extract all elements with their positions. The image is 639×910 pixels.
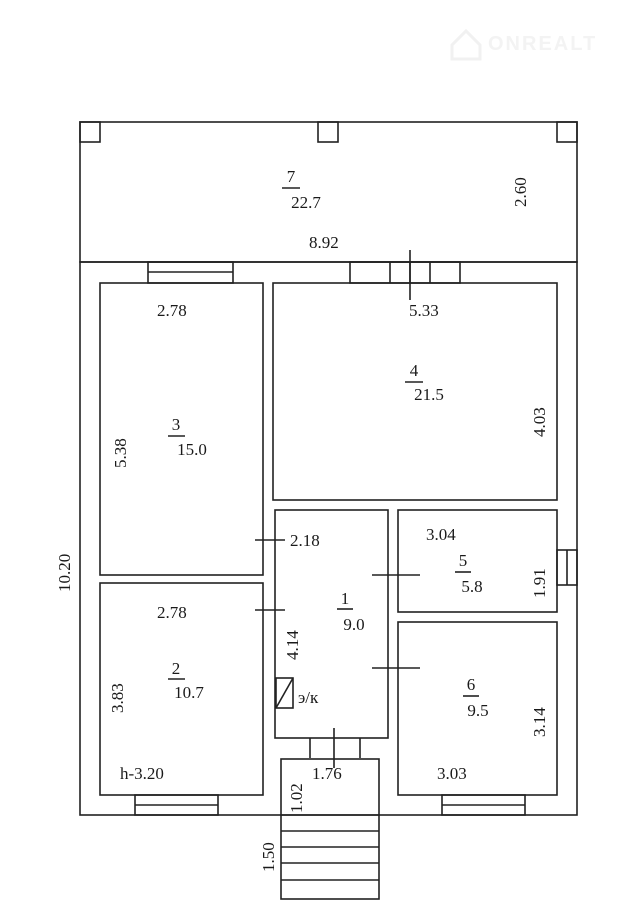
room-label-1: 1 9.0 [337,589,365,634]
svg-text:22.7: 22.7 [291,193,321,212]
svg-text:21.5: 21.5 [414,385,444,404]
dim-room1-width: 2.18 [290,531,320,550]
svg-text:1: 1 [341,589,350,608]
porch-stairs [280,728,380,900]
house-outer-wall [79,261,578,816]
svg-text:15.0: 15.0 [177,440,207,459]
post [79,121,101,143]
dim-stairs-length: 1.50 [259,842,278,872]
dim-terrace-depth: 2.60 [511,177,530,207]
dim-room2-length: 3.83 [108,683,127,713]
room-label-2: 2 10.7 [168,659,204,702]
electric-meter-icon [275,677,294,709]
svg-text:5.8: 5.8 [461,577,482,596]
dim-total-length: 10.20 [55,554,74,592]
windows [134,261,578,816]
svg-text:2: 2 [172,659,181,678]
watermark-logo: ONREALT [450,28,597,61]
dim-room3-length: 5.38 [111,438,130,468]
post [556,121,578,143]
svg-text:4: 4 [410,361,419,380]
dim-room3-width: 2.78 [157,301,187,320]
room-label-7: 7 22.7 [282,167,321,212]
room-label-6: 6 9.5 [463,675,489,720]
dim-room5-length: 1.91 [530,568,549,598]
dim-porch-width: 1.76 [312,764,342,783]
svg-text:3: 3 [172,415,181,434]
room-label-5: 5 5.8 [455,551,483,596]
post [317,121,339,143]
dim-total-width: 8.92 [309,233,339,252]
room-1-outline [274,509,389,739]
svg-text:10.7: 10.7 [174,683,204,702]
electric-meter-label: э/к [298,688,319,707]
room-3-outline [99,282,264,576]
svg-text:7: 7 [287,167,296,186]
svg-text:5: 5 [459,551,468,570]
dim-room6-width: 3.03 [437,764,467,783]
room-label-4: 4 21.5 [405,361,444,404]
dim-porch-depth: 1.02 [287,783,306,813]
ceiling-height: h-3.20 [120,764,164,783]
svg-text:9.0: 9.0 [343,615,364,634]
dim-room4-width: 5.33 [409,301,439,320]
svg-text:9.5: 9.5 [467,701,488,720]
room-label-3: 3 15.0 [168,415,207,459]
doors [255,250,420,758]
dim-room6-length: 3.14 [530,707,549,737]
dim-room2-width: 2.78 [157,603,187,622]
dim-room4-length: 4.03 [530,407,549,437]
dim-room1-length: 4.14 [283,630,302,660]
svg-text:6: 6 [467,675,476,694]
watermark-text: ONREALT [488,33,597,55]
dim-room5-width: 3.04 [426,525,456,544]
